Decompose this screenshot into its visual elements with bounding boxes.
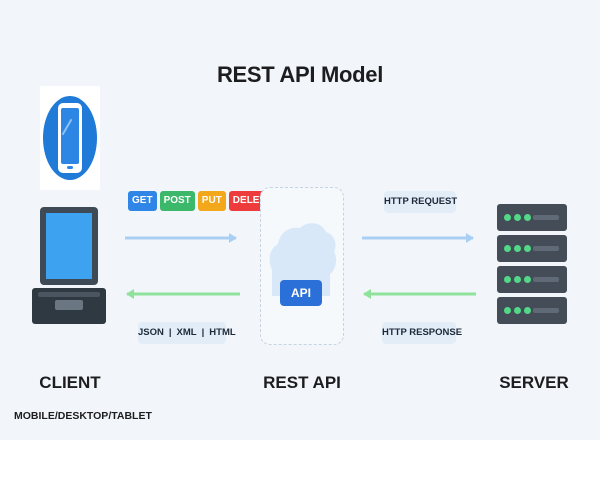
response-formats: JSON|XML|HTML (138, 322, 236, 344)
format-xml: XML (176, 327, 197, 338)
client-devices-label: MOBILE/DESKTOP/TABLET (14, 410, 152, 422)
api-chip: API (280, 280, 322, 306)
method-badge-post: POST (159, 191, 195, 211)
http-request-label: HTTP REQUEST (384, 191, 457, 213)
format-json: JSON (138, 327, 164, 338)
format-html: HTML (209, 327, 236, 338)
method-badge-put: PUT (197, 191, 226, 211)
rest-api-label: REST API (263, 373, 341, 392)
server-label: SERVER (499, 373, 569, 392)
method-badge-get: GET (128, 191, 157, 211)
diagram-title: REST API Model (216, 62, 384, 87)
footer-band (0, 440, 600, 500)
http-response-label: HTTP RESPONSE (382, 322, 462, 344)
client-label: CLIENT (39, 373, 101, 392)
